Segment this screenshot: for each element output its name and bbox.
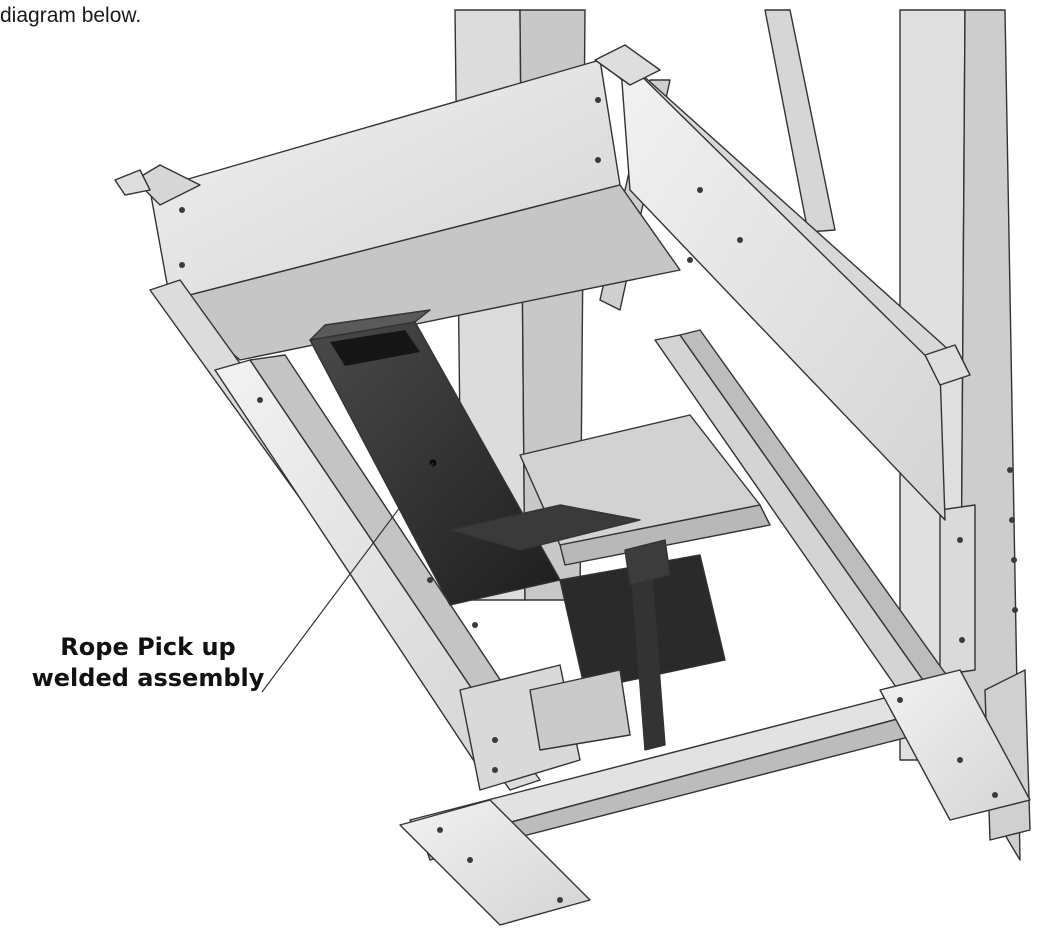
bottom-rail [399, 669, 1031, 926]
right-diagonal-channel [654, 329, 951, 701]
lower-left-bracket [459, 664, 631, 791]
top-frame [114, 44, 971, 521]
rope-pickup-assembly [309, 309, 726, 751]
caption-fragment: diagram below. [0, 4, 142, 27]
callout-leader-line [261, 462, 434, 693]
callout-line-1: Rope Pick up [60, 633, 236, 661]
callout-label: Rope Pick up welded assembly [28, 632, 268, 694]
callout-line-2: welded assembly [31, 664, 265, 692]
